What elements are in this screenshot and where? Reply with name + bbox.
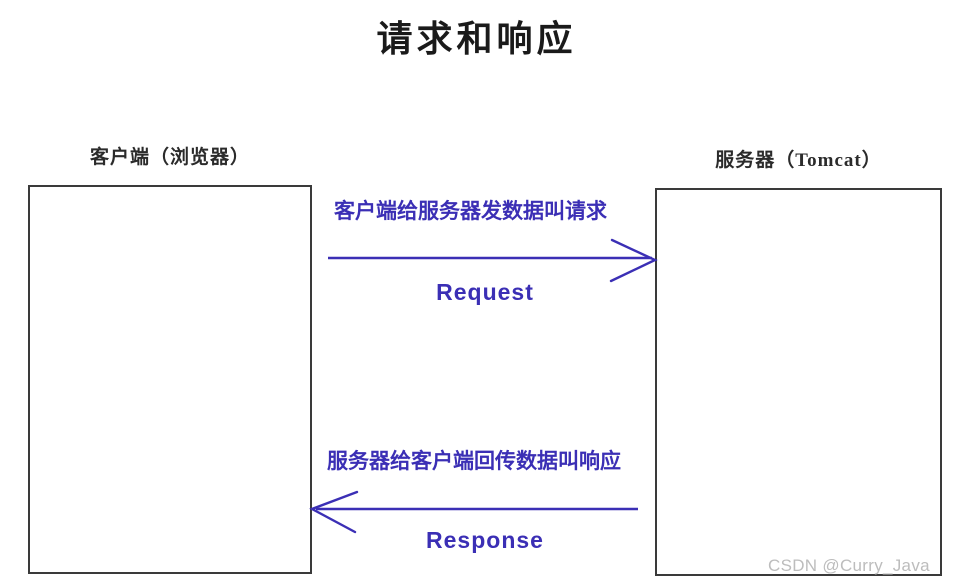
- server-node-caption: 服务器（Tomcat）: [715, 150, 882, 171]
- client-node-caption: 客户端（浏览器）: [89, 147, 250, 168]
- request-arrow-head-icon: [609, 238, 658, 283]
- response-arrow: [309, 490, 638, 534]
- response-annotation-text: 服务器给客户端回传数据叫响应: [327, 449, 621, 473]
- request-arrow: [328, 238, 658, 283]
- csdn-watermark: CSDN @Curry_Java: [768, 556, 930, 575]
- request-label: Request: [436, 279, 534, 305]
- request-annotation-text: 客户端给服务器发数据叫请求: [334, 199, 607, 223]
- page-title: 请求和响应: [376, 19, 577, 59]
- server-node-box: [655, 188, 942, 576]
- response-label: Response: [426, 527, 544, 553]
- client-node-box: [28, 185, 312, 574]
- response-arrow-head-icon: [309, 490, 359, 534]
